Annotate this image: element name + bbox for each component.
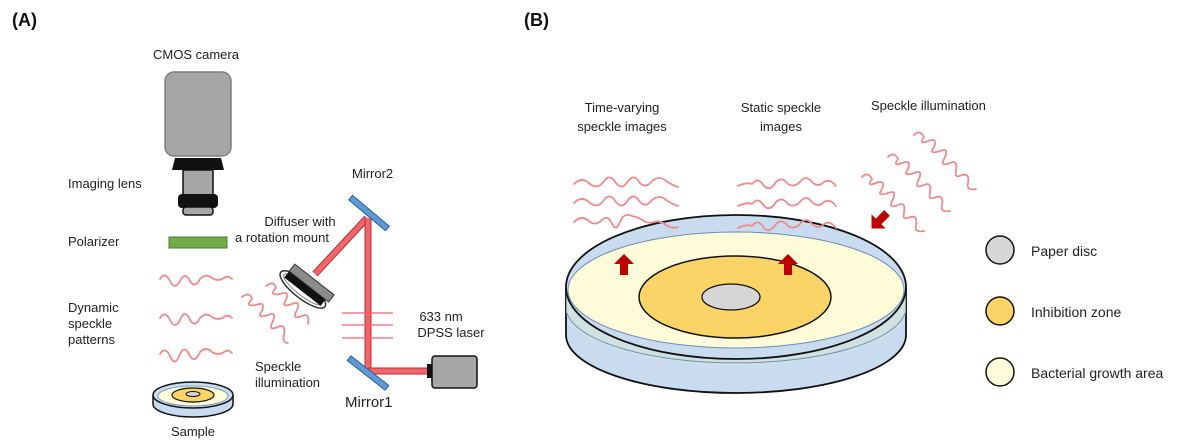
static-label-line2: images [760,119,802,134]
illumination-b-label: Speckle illumination [871,98,986,113]
diffuser-label-line2: a rotation mount [235,230,329,245]
diffuser-icon [279,263,335,309]
legend-label-inhibition-zone: Inhibition zone [1031,304,1122,320]
mirror1-icon [346,355,390,391]
legend-swatch-inhibition-zone [985,296,1015,326]
sample-label: Sample [171,424,215,439]
legend-label-paper-disc: Paper disc [1031,243,1097,259]
dynamic-label-line3: patterns [68,332,115,347]
dpss-laser-icon [427,355,478,389]
sample-dish-icon [152,381,234,418]
laser-label-line1: 633 nm [419,309,462,324]
polarizer-label: Polarizer [68,234,120,249]
legend-item-paper-disc: Paper disc [985,235,1097,265]
legend: Paper disc Inhibition zone Bacterial gro… [985,235,1164,387]
polarizer-icon [168,236,228,249]
illumination-label-line2: illumination [255,375,320,390]
wavefront-lines [342,312,393,339]
diffuser-label-line1: Diffuser with [264,214,335,229]
illumination-b-speckle-waves [861,131,977,233]
legend-item-bacterial-growth: Bacterial growth area [985,357,1164,387]
camera-label: CMOS camera [153,47,240,62]
mirror2-label: Mirror2 [352,166,393,181]
timevarying-label-line2: speckle images [577,119,667,134]
dynamic-label-line1: Dynamic [68,300,119,315]
cmos-camera-icon [164,71,232,170]
imaging-lens-icon [178,169,218,216]
imaging-lens-label: Imaging lens [68,176,142,191]
mirror1-label: Mirror1 [345,394,393,411]
arrow-illumination-icon [871,210,890,229]
legend-swatch-paper-disc [985,235,1015,265]
arrow-up-timevarying-icon [614,254,634,275]
static-speckle-waves [737,177,837,232]
laser-beam-path [312,215,430,375]
dynamic-label-line2: speckle [68,316,112,331]
timevarying-speckle-waves [573,176,679,229]
legend-item-inhibition-zone: Inhibition zone [985,296,1122,326]
laser-label-line2: DPSS laser [417,325,485,340]
static-label-line1: Static speckle [741,100,821,115]
timevarying-label-line1: Time-varying [585,100,660,115]
petri-dish-large [565,214,907,394]
panel-b-label: (B) [524,10,549,30]
mirror2-icon [347,194,391,232]
panel-a-label: (A) [12,10,37,30]
illumination-speckle-waves [241,282,310,344]
legend-swatch-bacterial-growth [985,357,1015,387]
arrow-up-static-icon [778,254,798,275]
legend-label-bacterial-growth: Bacterial growth area [1031,365,1164,381]
illumination-label-line1: Speckle [255,359,301,374]
dynamic-speckle-waves [159,274,233,363]
